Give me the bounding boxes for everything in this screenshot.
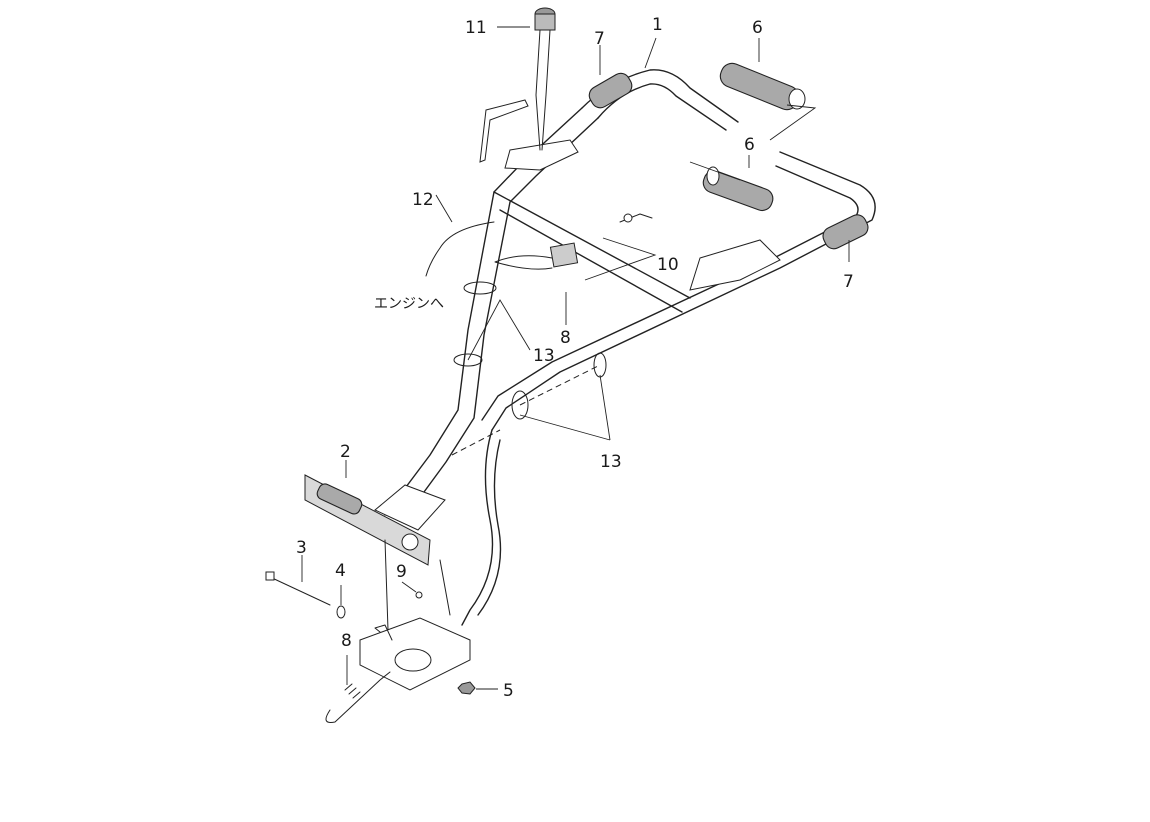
callout-7-upper: 7 [594,29,605,49]
callout-12: 12 [412,190,434,210]
bolt-3 [265,571,331,606]
dashed-wire [451,364,601,456]
callout-3: 3 [296,538,307,558]
callout-13-upper: 13 [533,346,555,366]
part-9 [415,591,423,599]
grip-left [588,72,633,109]
callout-13-lower: 13 [600,452,622,472]
callout-5: 5 [503,681,514,701]
grip-6-lower [702,166,774,212]
clamps-13 [453,281,607,420]
pivot-bracket [304,474,446,566]
washer-4 [336,605,346,619]
callout-10: 10 [657,255,679,275]
callout-1: 1 [652,15,663,35]
callout-11: 11 [465,18,487,38]
grip-right [822,214,869,250]
callout-6-upper: 6 [752,18,763,38]
callout-8-lower: 8 [341,631,352,651]
callout-4: 4 [335,561,346,581]
callout-2: 2 [340,442,351,462]
callout-7-lower: 7 [843,272,854,292]
callout-9: 9 [396,562,407,582]
frame-brackets [479,99,781,291]
callout-8-upper: 8 [560,328,571,348]
leader-lines [301,26,850,690]
cable-12 [425,221,495,277]
grip-6-upper [719,62,806,111]
engine-note: エンジンへ [374,296,444,312]
callout-6-lower: 6 [744,135,755,155]
knob-11 [534,7,556,151]
handle-frame [384,69,876,626]
switch-10 [494,213,653,270]
base-mount [359,539,471,691]
cable-end-8 [325,671,391,723]
nut-5 [457,681,476,695]
callout-labels: 11 1 7 6 6 7 10 12 エンジンへ 8 13 13 2 3 4 9… [296,15,854,701]
